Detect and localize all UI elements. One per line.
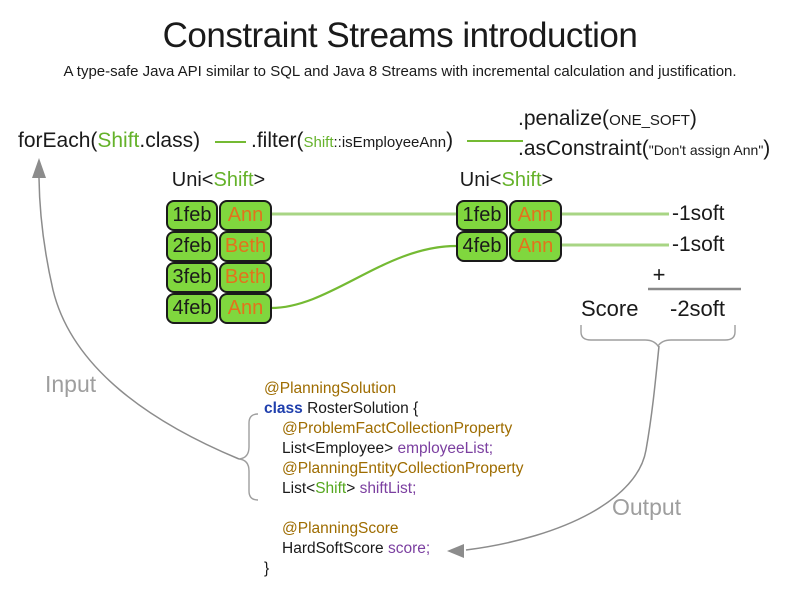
uni-pre: Uni<: [171, 169, 214, 191]
penalize-post: ): [689, 107, 697, 130]
shift-date-cell: 3feb: [166, 262, 218, 293]
code-line: @ProblemFactCollectionProperty: [264, 419, 523, 439]
foreach-post: .class): [139, 129, 201, 152]
shift-type: Shift: [315, 480, 347, 497]
shift-name-cell: Ann: [219, 200, 272, 231]
class-declaration: RosterSolution {: [302, 400, 419, 417]
filter-type: Shift: [303, 134, 334, 151]
table-row: 4feb Ann: [166, 293, 272, 324]
shift-list-type-pre: List<: [282, 480, 316, 497]
code-line: List<Employee> employeeList;: [264, 439, 523, 459]
uni-post: >: [253, 169, 266, 191]
code-input-brace: [238, 413, 259, 501]
shift-date-cell: 4feb: [456, 231, 508, 262]
page-title: Constraint Streams introduction: [162, 16, 638, 55]
code-line: List<Shift> shiftList;: [264, 479, 523, 499]
uni-type: Shift: [501, 169, 542, 191]
code-line: }: [264, 559, 523, 579]
employee-list-type: List<Employee>: [282, 440, 398, 457]
table-row: 2feb Beth: [166, 231, 272, 262]
uni-type: Shift: [213, 169, 254, 191]
code-line: @PlanningEntityCollectionProperty: [264, 459, 523, 479]
shift-name-cell: Ann: [219, 293, 272, 324]
asconstraint-arg: "Don't assign Ann": [648, 142, 764, 158]
shift-list-field: shiftList;: [359, 480, 417, 497]
input-label: Input: [45, 371, 97, 397]
foreach-expression: forEach(Shift.class): [18, 129, 200, 153]
filter-expression: .filter(Shift::isEmployeeAnn): [251, 129, 453, 153]
page-subtitle: A type-safe Java API similar to SQL and …: [63, 63, 737, 80]
score-field: score;: [387, 540, 431, 557]
output-label: Output: [612, 494, 682, 520]
penalize-expression: .penalize(ONE_SOFT): [518, 107, 697, 131]
penalize-arg: ONE_SOFT: [609, 112, 690, 129]
code-line: @PlanningScore: [264, 519, 523, 539]
shift-name-cell: Ann: [509, 200, 562, 231]
penalty-value: -1soft: [672, 202, 725, 225]
shift-list-type-post: >: [346, 480, 360, 497]
right-stream-header: Uni<Shift>: [455, 169, 558, 192]
class-close-brace: }: [264, 560, 270, 577]
score-type: HardSoftScore: [282, 540, 388, 557]
asconstraint-expression: .asConstraint("Don't assign Ann"): [518, 137, 770, 161]
penalty-value: -1soft: [672, 233, 725, 256]
penalize-pre: .penalize(: [518, 107, 610, 130]
class-keyword: class: [264, 400, 303, 417]
employee-list-field: employeeList;: [397, 440, 494, 457]
shift-name-cell: Ann: [509, 231, 562, 262]
annotation-planning-score: @PlanningScore: [282, 520, 399, 537]
score-total: -2soft: [670, 296, 726, 321]
annotation-planning-entity: @PlanningEntityCollectionProperty: [282, 460, 524, 477]
filter-method: ::isEmployeeAnn: [333, 134, 447, 151]
filter-post: ): [446, 129, 454, 152]
foreach-pre: forEach(: [18, 129, 98, 152]
foreach-type: Shift: [97, 129, 140, 152]
score-label: Score: [581, 296, 639, 321]
annotation-planning-solution: @PlanningSolution: [264, 380, 397, 397]
filter-pre: .filter(: [251, 129, 304, 152]
shift-name-cell: Beth: [219, 231, 272, 262]
shift-date-cell: 1feb: [456, 200, 508, 231]
shift-date-cell: 1feb: [166, 200, 218, 231]
annotation-problem-fact: @ProblemFactCollectionProperty: [282, 420, 513, 437]
left-stream-header: Uni<Shift>: [166, 169, 271, 192]
code-blank-line: [264, 499, 523, 519]
sum-plus-sign: +: [652, 262, 666, 287]
shift-date-cell: 4feb: [166, 293, 218, 324]
stream-curve-4feb: [270, 244, 457, 310]
score-bracket: [580, 325, 736, 348]
code-line: class RosterSolution {: [264, 399, 523, 419]
table-row: 3feb Beth: [166, 262, 272, 293]
shift-date-cell: 2feb: [166, 231, 218, 262]
table-row: 4feb Ann: [456, 231, 562, 262]
table-row: 1feb Ann: [456, 200, 562, 231]
code-line: HardSoftScore score;: [264, 539, 523, 559]
uni-pre: Uni<: [459, 169, 502, 191]
asconstraint-post: ): [763, 137, 771, 160]
uni-post: >: [541, 169, 554, 191]
input-arrowhead-icon: [32, 158, 46, 178]
code-block: @PlanningSolution class RosterSolution {…: [264, 379, 523, 579]
code-line: @PlanningSolution: [264, 379, 523, 399]
table-row: 1feb Ann: [166, 200, 272, 231]
asconstraint-pre: .asConstraint(: [518, 137, 649, 160]
shift-name-cell: Beth: [219, 262, 272, 293]
